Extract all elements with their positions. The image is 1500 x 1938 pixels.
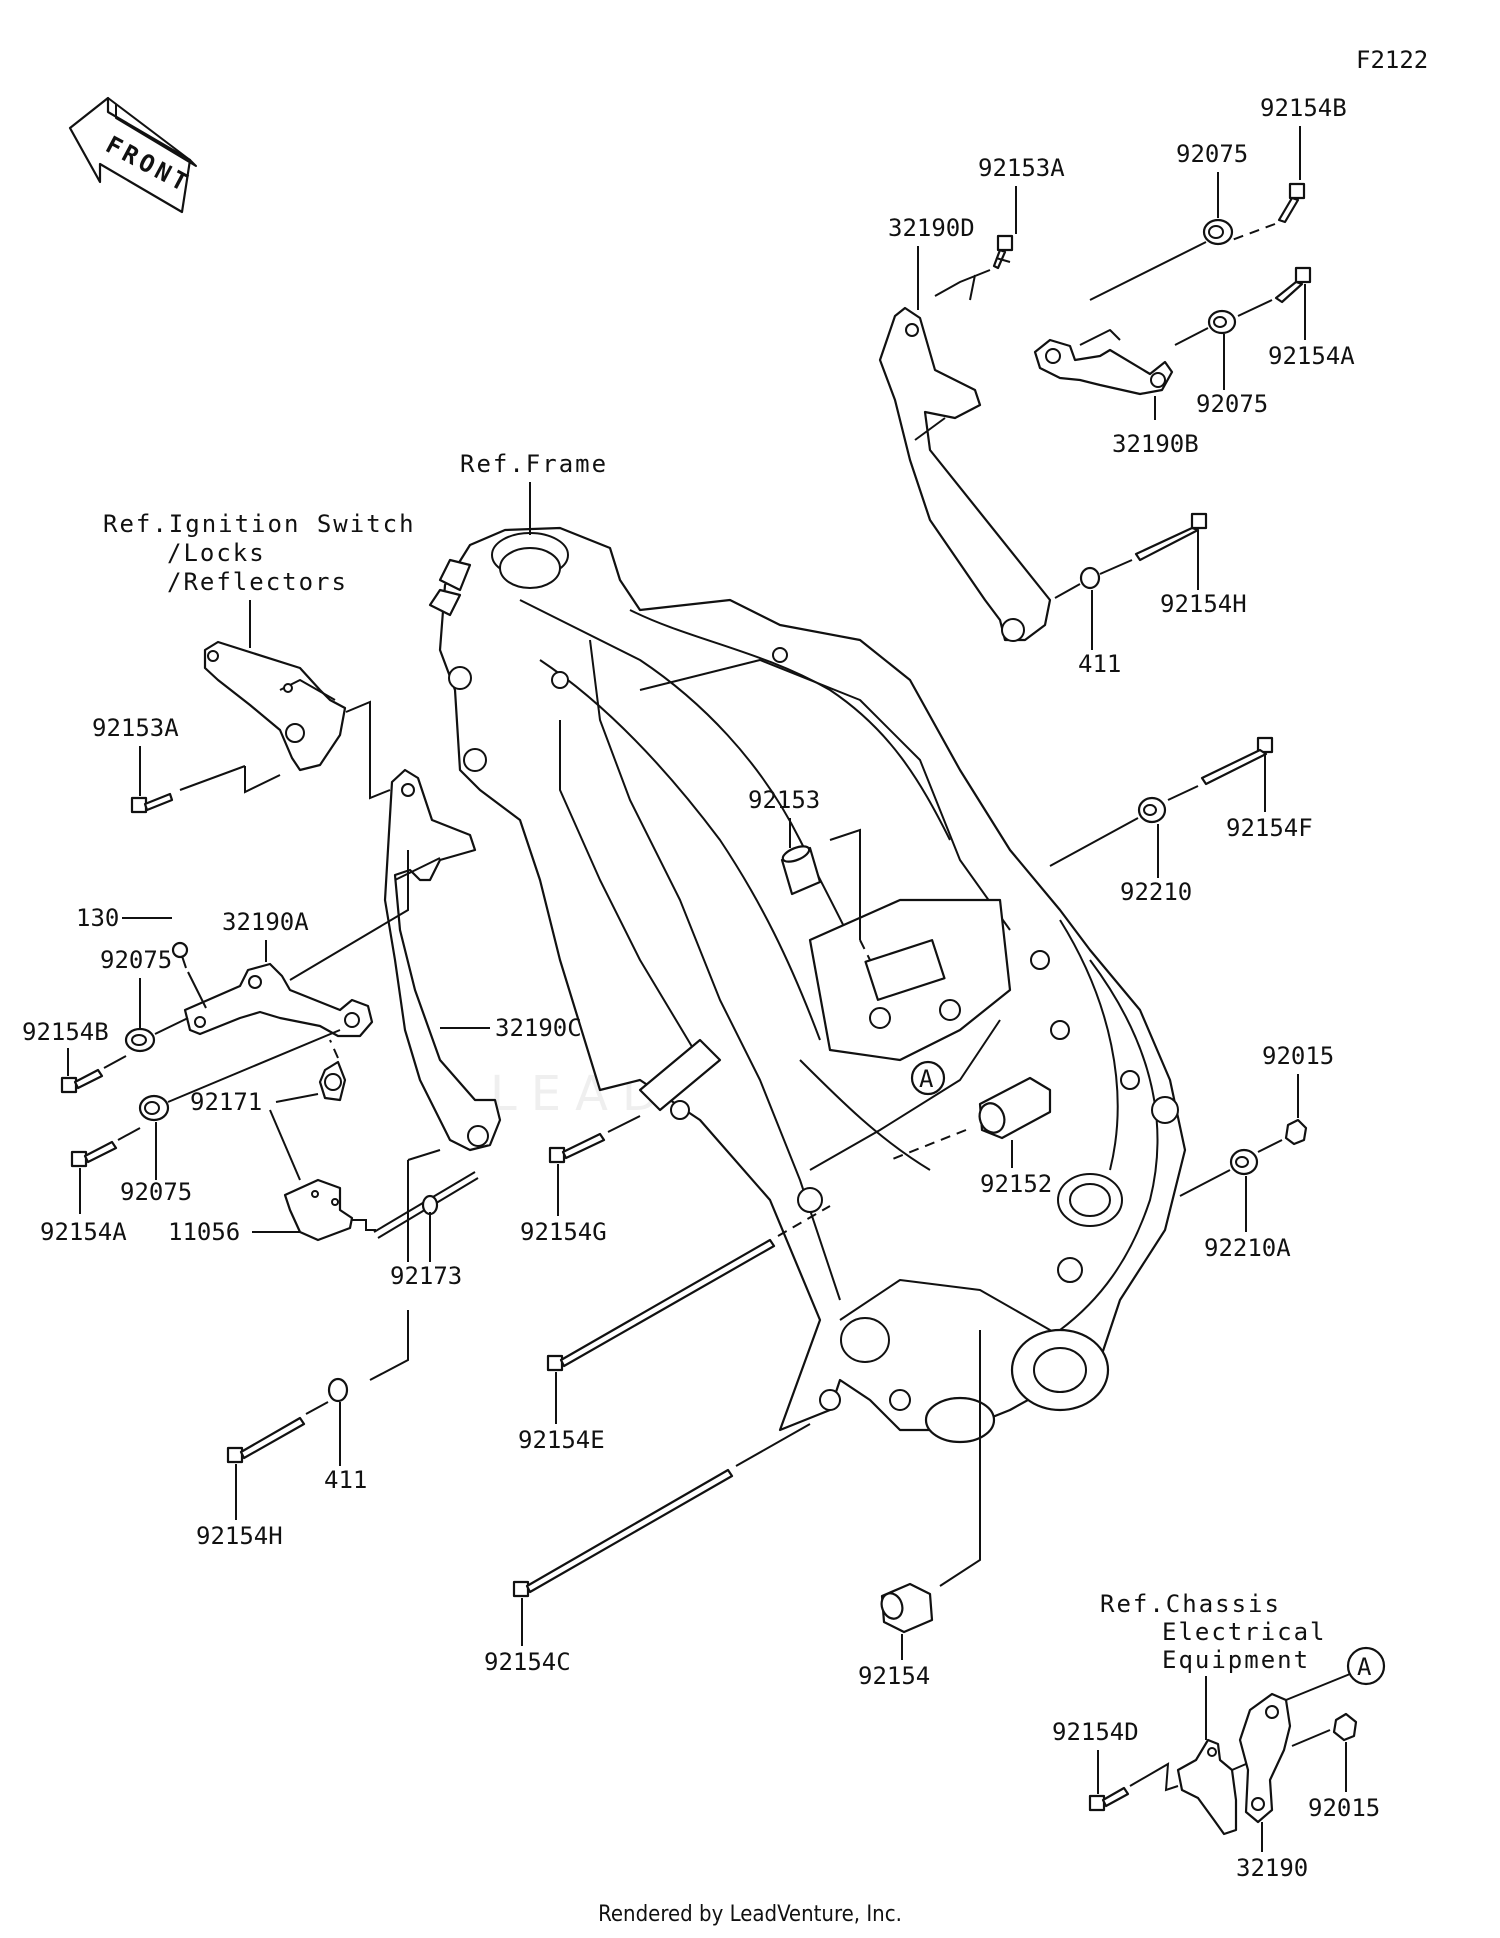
collar-92154 — [880, 1582, 934, 1634]
bolt-92154G — [548, 1132, 606, 1164]
label-11056: 11056 — [168, 1218, 240, 1246]
bolt-92154C — [512, 1468, 734, 1598]
callout-a-frame: A — [919, 1065, 934, 1093]
label-92154H-right: 92154H — [1160, 590, 1247, 618]
label-92154D: 92154D — [1052, 1718, 1139, 1746]
clamp-92171 — [318, 1060, 347, 1102]
bracket-32190B — [1033, 329, 1174, 396]
washer-92075-left2 — [138, 1094, 170, 1122]
bolt-92154H-right — [1134, 512, 1208, 562]
ref-chassis-line1: Ref.Chassis — [1100, 1590, 1281, 1618]
label-92154G: 92154G — [520, 1218, 607, 1246]
label-32190A: 32190A — [222, 908, 309, 936]
ref-frame-label: Ref.Frame — [460, 450, 608, 478]
label-92210A: 92210A — [1204, 1234, 1291, 1262]
bracket-11056 — [283, 1178, 354, 1242]
bracket-32190A — [183, 962, 374, 1038]
bolt-92153A-left — [130, 792, 174, 814]
label-92075-top: 92075 — [1176, 140, 1248, 168]
bolt-92154D — [1088, 1786, 1130, 1812]
label-92154B-left: 92154B — [22, 1018, 109, 1046]
label-32190B: 32190B — [1112, 430, 1199, 458]
label-92154B-top: 92154B — [1260, 94, 1347, 122]
label-32190D: 32190D — [888, 214, 975, 242]
ref-chassis-line2: Electrical — [1162, 1618, 1327, 1646]
screw-130 — [171, 941, 189, 969]
label-92154: 92154 — [858, 1662, 930, 1690]
bolt-92154F — [1200, 736, 1274, 786]
label-92154C: 92154C — [484, 1648, 571, 1676]
bracket-chassis-small — [1176, 1738, 1238, 1836]
spacer-92153 — [780, 845, 822, 896]
bolt-92154A-top — [1274, 266, 1312, 304]
bolt-92154H-left — [226, 1416, 306, 1464]
nut-92015-bottom — [1332, 1712, 1358, 1742]
callout-a-bottom: A — [1357, 1653, 1372, 1681]
ref-ignition-line1: Ref.Ignition Switch — [103, 510, 416, 538]
washer-92075-left — [124, 1027, 156, 1053]
label-92210: 92210 — [1120, 878, 1192, 906]
nut-92015-right — [1284, 1118, 1308, 1146]
label-92153A-top: 92153A — [978, 154, 1065, 182]
washer-411-left — [327, 1377, 349, 1403]
label-130: 130 — [76, 904, 119, 932]
nut-92210A — [1229, 1148, 1259, 1176]
label-411-right: 411 — [1078, 650, 1121, 678]
bolt-92154B-top — [1277, 182, 1306, 224]
label-92154A-left: 92154A — [40, 1218, 127, 1246]
washer-92075-top — [1202, 218, 1234, 246]
bracket-32190 — [1238, 1692, 1292, 1824]
label-92075-mid: 92075 — [1196, 390, 1268, 418]
nut-92210 — [1137, 796, 1167, 824]
label-92154E: 92154E — [518, 1426, 605, 1454]
ref-ignition-line3: /Reflectors — [167, 568, 348, 596]
label-92153: 92153 — [748, 786, 820, 814]
bolt-92154A-left — [70, 1140, 118, 1168]
pin-92173 — [373, 1171, 479, 1239]
label-92075-left2: 92075 — [120, 1178, 192, 1206]
label-92154A-top: 92154A — [1268, 342, 1355, 370]
diagram-code: F2122 — [1356, 46, 1428, 74]
label-92171: 92171 — [190, 1088, 262, 1116]
washer-92075-mid — [1207, 309, 1237, 335]
ref-ignition-line2: /Locks — [167, 539, 266, 567]
label-92015-right: 92015 — [1262, 1042, 1334, 1070]
label-32190C: 32190C — [495, 1014, 582, 1042]
bracket-32190D — [878, 306, 1052, 642]
label-411-left: 411 — [324, 1466, 367, 1494]
collar-92152 — [978, 1076, 1052, 1140]
washer-411-right — [1079, 566, 1101, 590]
bolt-92154E — [546, 1238, 776, 1372]
bracket-ignition-switch — [203, 640, 347, 772]
label-92075-left: 92075 — [100, 946, 172, 974]
front-arrow-icon: FRONT — [68, 96, 197, 214]
main-frame-drawing: A — [428, 526, 1187, 1444]
label-92015-bottom: 92015 — [1308, 1794, 1380, 1822]
label-92173: 92173 — [390, 1262, 462, 1290]
bracket-32190C — [383, 768, 502, 1152]
bolt-92154B-left — [60, 1068, 104, 1094]
label-92154H-left: 92154H — [196, 1522, 283, 1550]
label-32190: 32190 — [1236, 1854, 1308, 1882]
label-92154F: 92154F — [1226, 814, 1313, 842]
label-92153A-left: 92153A — [92, 714, 179, 742]
footer-credit: Rendered by LeadVenture, Inc. — [598, 1902, 902, 1927]
bolt-92153A-top — [992, 234, 1014, 270]
label-92152: 92152 — [980, 1170, 1052, 1198]
ref-chassis-line3: Equipment — [1162, 1646, 1310, 1674]
